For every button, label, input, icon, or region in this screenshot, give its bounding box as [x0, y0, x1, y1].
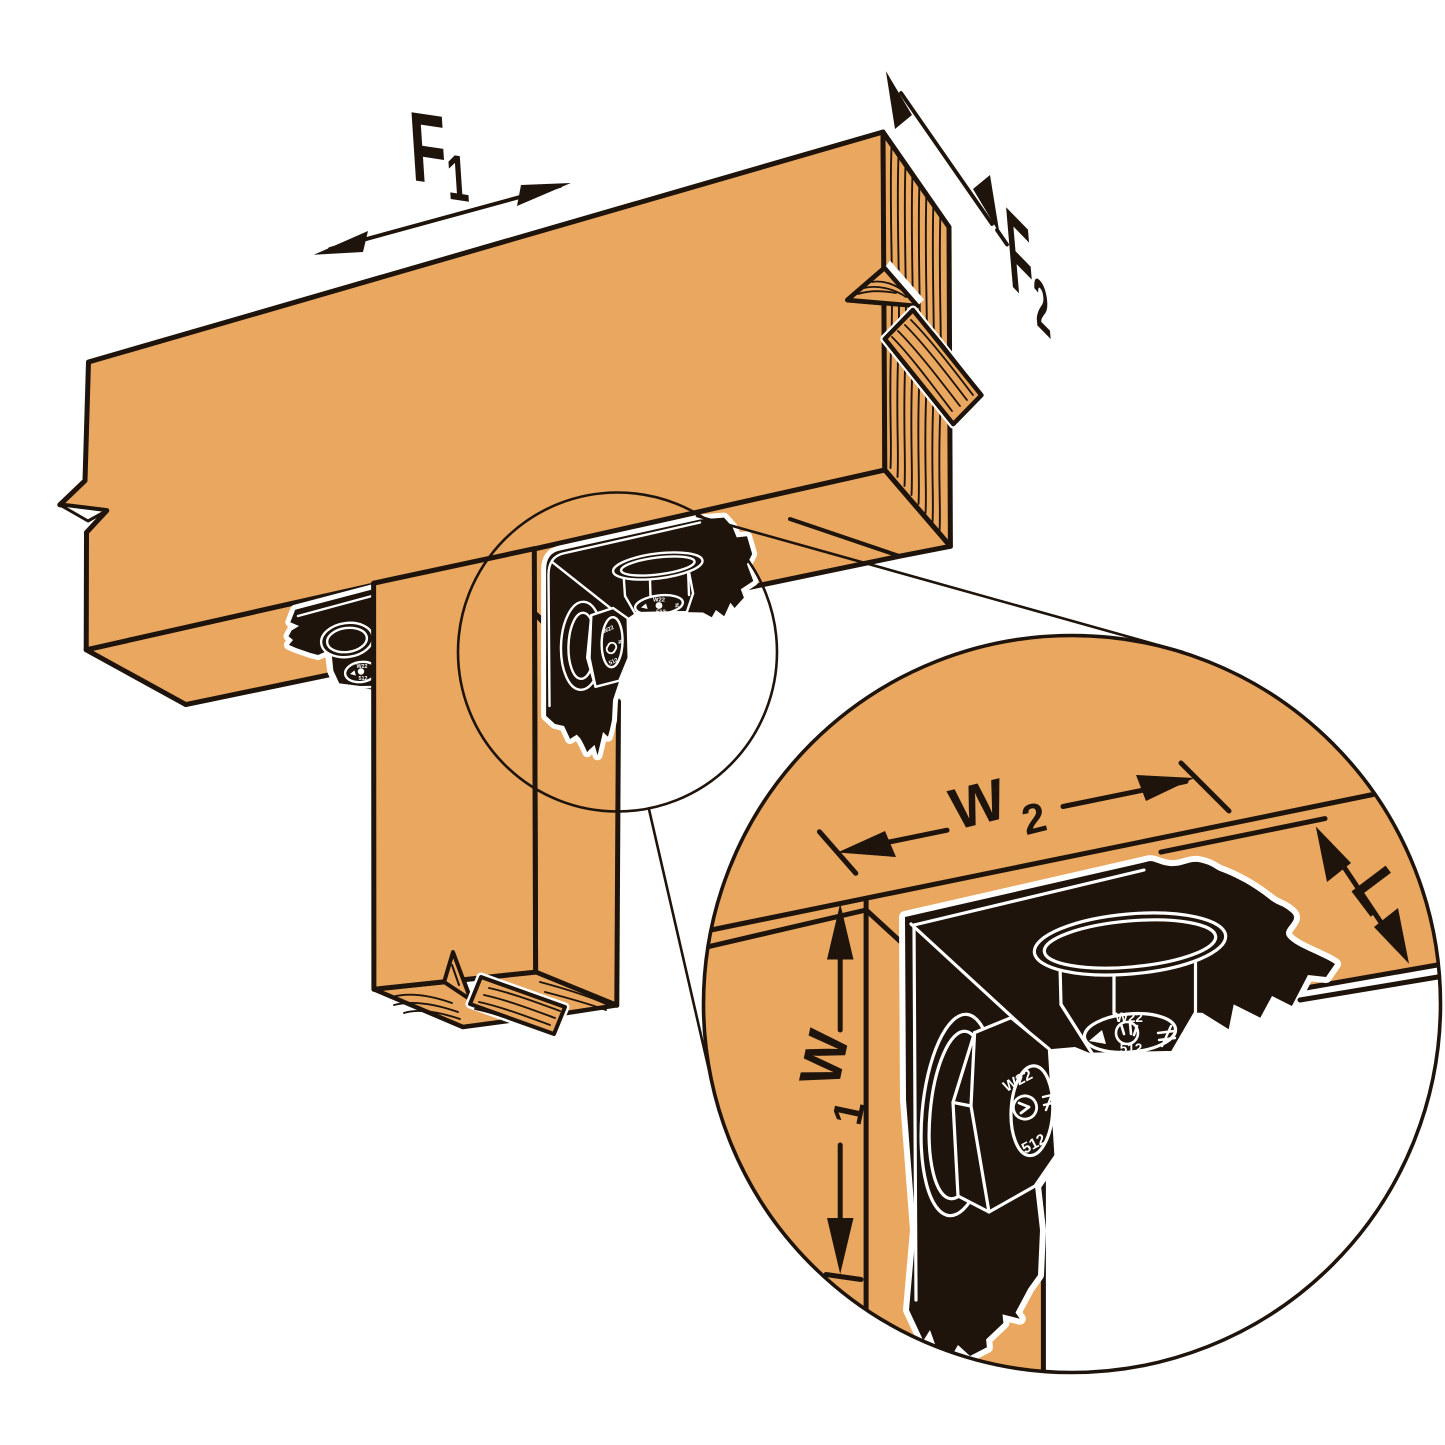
- svg-text:W: W: [787, 1024, 862, 1091]
- svg-text:512: 512: [359, 676, 368, 682]
- svg-text:512: 512: [656, 610, 666, 616]
- svg-text:W22: W22: [356, 664, 367, 670]
- svg-text:≠: ≠: [618, 639, 622, 646]
- svg-text:≠: ≠: [675, 603, 679, 610]
- svg-text:512: 512: [1120, 1041, 1143, 1056]
- svg-text:512: 512: [608, 657, 619, 666]
- svg-text:W22: W22: [653, 598, 665, 604]
- svg-text:W22: W22: [1115, 1010, 1143, 1025]
- svg-text:W22: W22: [602, 625, 615, 635]
